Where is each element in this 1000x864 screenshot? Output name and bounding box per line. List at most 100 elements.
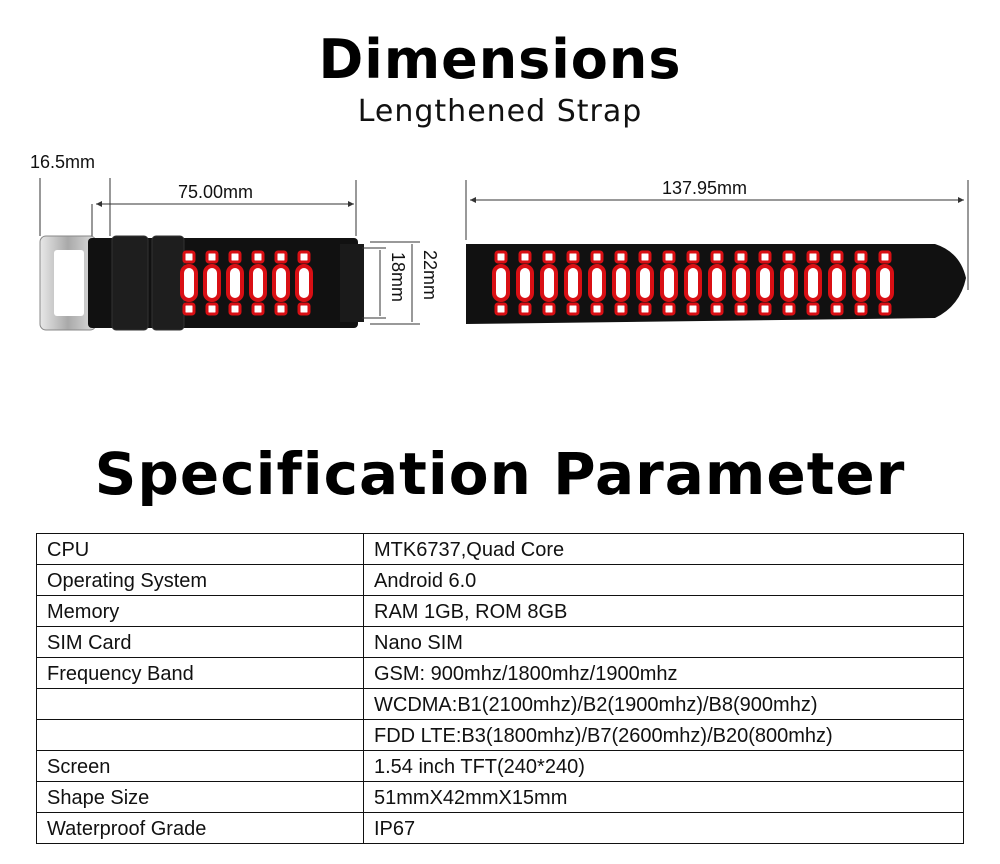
spec-key: [36, 719, 364, 751]
short-strap: [39, 235, 364, 331]
spec-value: Nano SIM: [363, 626, 964, 658]
spec-value: GSM: 900mhz/1800mhz/1900mhz: [363, 657, 964, 689]
strap-hole: [804, 264, 822, 302]
strap-vent: [854, 250, 868, 264]
strap-vent: [638, 302, 652, 316]
strap-vent: [686, 302, 700, 316]
strap-vent: [274, 250, 288, 264]
strap-hole: [249, 264, 267, 302]
strap-vent: [590, 302, 604, 316]
strap-vent: [734, 250, 748, 264]
outer-width-label: 22mm: [420, 250, 440, 300]
strap-vent: [854, 302, 868, 316]
strap-hole: [516, 264, 534, 302]
strap-vent: [518, 250, 532, 264]
spec-key: SIM Card: [36, 626, 364, 658]
dimension-arrowheads: [96, 197, 964, 207]
strap-hole: [732, 264, 750, 302]
strap-hole: [564, 264, 582, 302]
strap-vent: [782, 250, 796, 264]
strap-vent: [251, 302, 265, 316]
strap-hole: [636, 264, 654, 302]
strap-vent: [638, 250, 652, 264]
strap-vent: [205, 302, 219, 316]
spec-value: IP67: [363, 812, 964, 844]
spec-key: Operating System: [36, 564, 364, 596]
strap-dimension-drawing: 16.5mm 75.00mm 137.95mm 18mm 22mm: [30, 152, 969, 331]
strap-vent: [542, 302, 556, 316]
strap-keeper-1: [111, 235, 149, 331]
strap-vent: [710, 250, 724, 264]
spec-value: WCDMA:B1(2100mhz)/B2(1900mhz)/B8(900mhz): [363, 688, 964, 720]
strap-vent: [614, 250, 628, 264]
strap-vent: [830, 302, 844, 316]
spec-key: Shape Size: [36, 781, 364, 813]
strap-hole: [180, 264, 198, 302]
strap-vent: [518, 302, 532, 316]
strap-vent: [542, 250, 556, 264]
table-row: WCDMA:B1(2100mhz)/B2(1900mhz)/B8(900mhz): [36, 688, 964, 720]
spec-key: Frequency Band: [36, 657, 364, 689]
strap-hole: [852, 264, 870, 302]
strap-vent: [734, 302, 748, 316]
spec-key: Waterproof Grade: [36, 812, 364, 844]
buckle-width-label: 16.5mm: [30, 152, 95, 172]
strap-hole: [756, 264, 774, 302]
strap-vent: [878, 302, 892, 316]
strap-vent: [662, 250, 676, 264]
long-length-label: 137.95mm: [662, 178, 747, 198]
strap-vent: [566, 250, 580, 264]
strap-hole: [876, 264, 894, 302]
inner-width-label: 18mm: [388, 252, 408, 302]
long-strap-holes: [492, 250, 894, 316]
strap-hole: [272, 264, 290, 302]
strap-vent: [590, 250, 604, 264]
strap-vent: [686, 250, 700, 264]
strap-hole: [660, 264, 678, 302]
strap-vent: [182, 302, 196, 316]
strap-vent: [806, 250, 820, 264]
strap-vent: [710, 302, 724, 316]
strap-hole: [828, 264, 846, 302]
strap-vent: [274, 302, 288, 316]
spec-value: RAM 1GB, ROM 8GB: [363, 595, 964, 627]
spec-value: 1.54 inch TFT(240*240): [363, 750, 964, 782]
strap-vent: [297, 250, 311, 264]
strap-vent: [251, 250, 265, 264]
spec-key: [36, 688, 364, 720]
strap-vent: [297, 302, 311, 316]
strap-vent: [614, 302, 628, 316]
dimensions-title: Dimensions: [318, 28, 682, 91]
short-strap-holes: [180, 250, 313, 316]
spec-value: Android 6.0: [363, 564, 964, 596]
strap-vent: [566, 302, 580, 316]
short-strap-end: [340, 244, 364, 322]
strap-hole: [588, 264, 606, 302]
buckle-opening: [54, 250, 84, 316]
strap-keeper-2: [151, 235, 185, 331]
strap-vent: [205, 250, 219, 264]
strap-hole: [684, 264, 702, 302]
strap-vent: [806, 302, 820, 316]
strap-hole: [780, 264, 798, 302]
spec-value: MTK6737,Quad Core: [363, 533, 964, 565]
dimension-lines: [39, 178, 969, 325]
long-strap: [466, 244, 966, 324]
strap-hole: [203, 264, 221, 302]
strap-hole: [708, 264, 726, 302]
short-length-label: 75.00mm: [178, 182, 253, 202]
table-row: FDD LTE:B3(1800mhz)/B7(2600mhz)/B20(800m…: [36, 719, 964, 751]
strap-hole: [226, 264, 244, 302]
strap-hole: [612, 264, 630, 302]
strap-vent: [878, 250, 892, 264]
spec-key: CPU: [36, 533, 364, 565]
strap-vent: [494, 250, 508, 264]
